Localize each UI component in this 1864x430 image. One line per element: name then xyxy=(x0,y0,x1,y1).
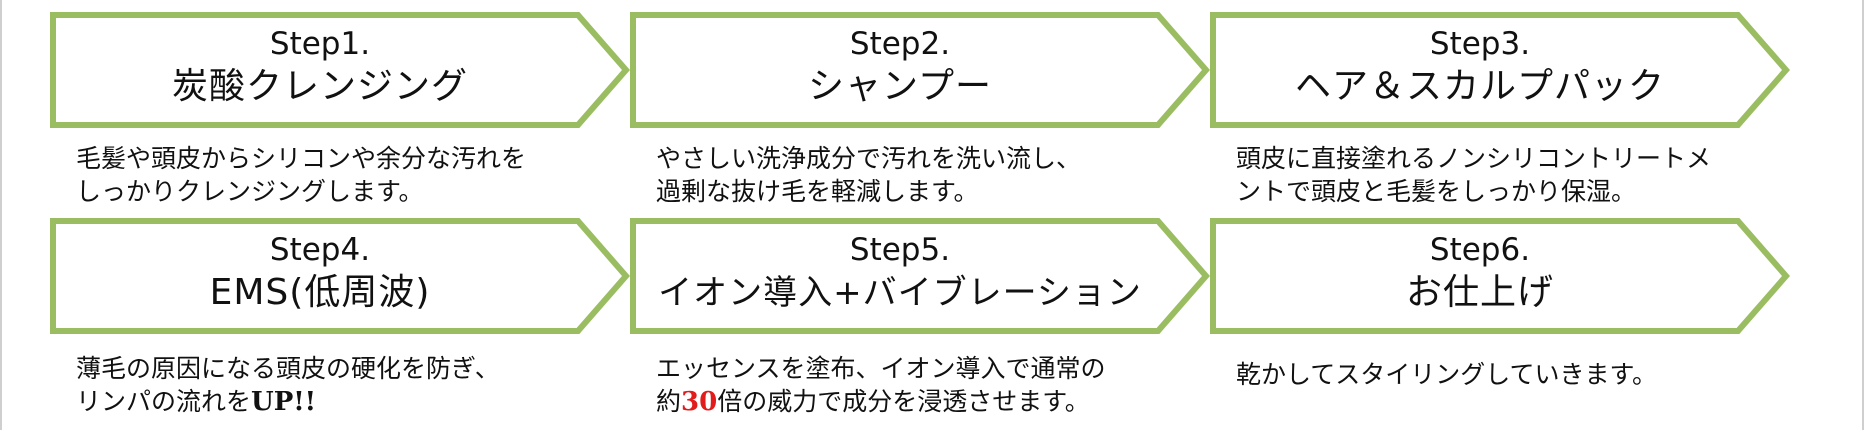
step-description: 乾かしてスタイリングしていきます。 xyxy=(1236,358,1796,391)
emphasis-number: 30 xyxy=(681,387,718,417)
step-arrow-banner: Step1. 炭酸クレンジング xyxy=(50,12,630,128)
description-line: しっかりクレンジングします。 xyxy=(76,177,424,206)
step-title: Step6. xyxy=(1429,232,1531,268)
step-card-1: Step1. 炭酸クレンジング 毛髪や頭皮からシリコンや余分な汚れを しっかりク… xyxy=(50,12,630,206)
step-card-2: Step2. シャンプー やさしい洗浄成分で汚れを洗い流し、 過剰な抜け毛を軽減… xyxy=(630,12,1210,206)
description-line: リンパの流れをUP!! xyxy=(76,385,636,419)
step-name: ヘア＆スカルプパック xyxy=(1294,66,1665,107)
emphasis-text: UP!! xyxy=(251,387,317,417)
description-text: 倍の威力で成分を浸透させます。 xyxy=(717,387,1090,416)
left-edge-line xyxy=(0,0,2,430)
description-text: 約 xyxy=(656,387,682,416)
step-name: 炭酸クレンジング xyxy=(171,66,468,107)
step-title: Step5. xyxy=(849,232,951,268)
description-line: やさしい洗浄成分で汚れを洗い流し、 xyxy=(656,144,1082,173)
step-card-5: Step5. イオン導入+バイブレーション エッセンスを塗布、イオン導入で通常の… xyxy=(630,218,1210,417)
chevron-arrow-icon xyxy=(630,12,1210,128)
step-title: Step4. xyxy=(269,232,371,268)
description-line: 薄毛の原因になる頭皮の硬化を防ぎ、 xyxy=(76,354,500,383)
chevron-arrow-icon xyxy=(1210,218,1790,334)
description-line: 頭皮に直接塗れるノンシリコントリートメ xyxy=(1236,144,1712,173)
step-description: 毛髪や頭皮からシリコンや余分な汚れを しっかりクレンジングします。 xyxy=(76,142,636,208)
step-title: Step1. xyxy=(269,26,371,62)
step-arrow-banner: Step5. イオン導入+バイブレーション xyxy=(630,218,1210,334)
step-arrow-banner: Step2. シャンプー xyxy=(630,12,1210,128)
step-card-4: Step4. EMS(低周波) 薄毛の原因になる頭皮の硬化を防ぎ、 リンパの流れ… xyxy=(50,218,630,417)
description-line: エッセンスを塗布、イオン導入で通常の xyxy=(656,354,1106,383)
step-title: Step3. xyxy=(1429,26,1531,62)
description-line: 過剰な抜け毛を軽減します。 xyxy=(656,177,979,206)
step-card-3: Step3. ヘア＆スカルプパック 頭皮に直接塗れるノンシリコントリートメ ント… xyxy=(1210,12,1790,206)
description-text: リンパの流れを xyxy=(76,387,252,416)
step-name: イオン導入+バイブレーション xyxy=(658,273,1142,313)
step-description: やさしい洗浄成分で汚れを洗い流し、 過剰な抜け毛を軽減します。 xyxy=(656,142,1216,208)
step-description: エッセンスを塗布、イオン導入で通常の 約30倍の威力で成分を浸透させます。 xyxy=(656,352,1216,419)
description-line: 毛髪や頭皮からシリコンや余分な汚れを xyxy=(76,144,527,173)
description-line: 乾かしてスタイリングしていきます。 xyxy=(1236,360,1658,389)
chevron-arrow-icon xyxy=(1210,12,1790,128)
description-line: ントで頭皮と毛髪をしっかり保湿。 xyxy=(1236,177,1637,206)
step-title: Step2. xyxy=(849,26,951,62)
right-edge-line xyxy=(1862,0,1864,430)
step-name: お仕上げ xyxy=(1405,272,1554,313)
step-arrow-banner: Step6. お仕上げ xyxy=(1210,218,1790,334)
step-card-6: Step6. お仕上げ 乾かしてスタイリングしていきます。 xyxy=(1210,218,1790,389)
step-name: シャンプー xyxy=(808,66,992,107)
step-description: 頭皮に直接塗れるノンシリコントリートメ ントで頭皮と毛髪をしっかり保湿。 xyxy=(1236,142,1796,208)
chevron-arrow-icon xyxy=(50,12,630,128)
step-arrow-banner: Step3. ヘア＆スカルプパック xyxy=(1210,12,1790,128)
chevron-arrow-icon xyxy=(50,218,630,334)
description-line: 約30倍の威力で成分を浸透させます。 xyxy=(656,385,1216,419)
step-name: EMS(低周波) xyxy=(209,272,431,313)
step-description: 薄毛の原因になる頭皮の硬化を防ぎ、 リンパの流れをUP!! xyxy=(76,352,636,419)
chevron-arrow-icon xyxy=(630,218,1210,334)
step-arrow-banner: Step4. EMS(低周波) xyxy=(50,218,630,334)
